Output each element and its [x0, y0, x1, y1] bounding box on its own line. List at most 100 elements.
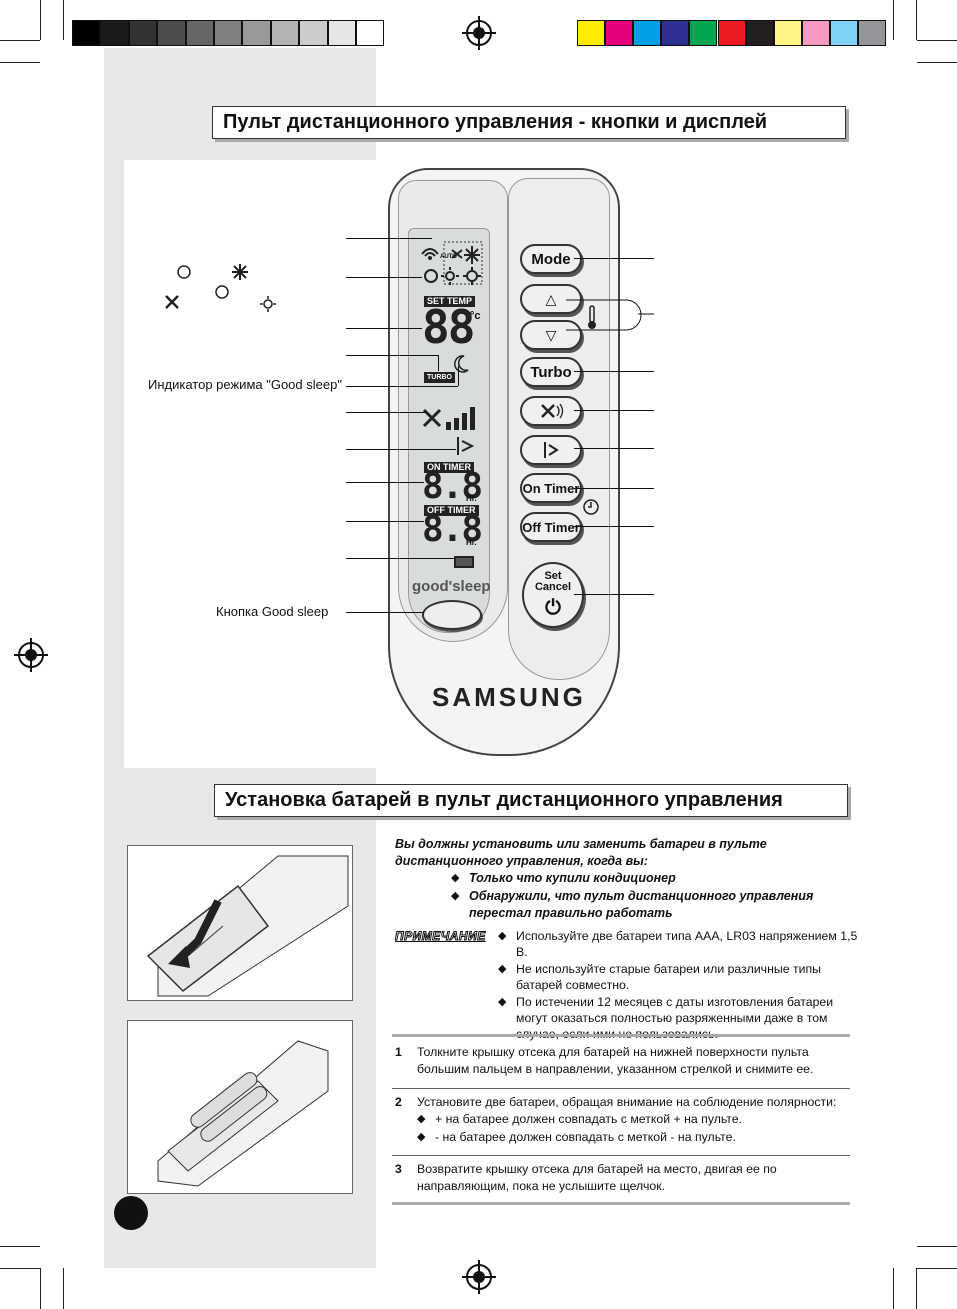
color-swatch	[214, 20, 243, 46]
mode-legend-icons	[165, 264, 276, 312]
set-cancel-power-button[interactable]: Set Cancel ⏻	[522, 562, 584, 628]
color-swatch	[72, 20, 101, 46]
color-swatch	[327, 20, 356, 46]
fan-speed-button[interactable]	[520, 396, 582, 426]
samsung-logo: SAMSUNG	[432, 682, 586, 712]
lcd-celsius: °c	[470, 310, 481, 322]
step-2: 2 Установите две батареи, обращая вниман…	[395, 1095, 837, 1144]
lcd-off-timer-label: OFF TIMER	[424, 505, 479, 516]
color-swatch	[577, 20, 606, 46]
leader-line	[574, 448, 654, 449]
color-swatch	[270, 20, 300, 46]
crop-mark	[0, 1268, 40, 1269]
lcd-turbo-label: TURBO	[424, 372, 455, 383]
leader-line	[346, 328, 422, 329]
cancel-label: Cancel	[534, 581, 572, 593]
color-swatch	[128, 20, 158, 46]
color-swatch	[633, 20, 662, 46]
leader-line	[438, 355, 439, 371]
color-swatch	[356, 20, 385, 46]
lcd-temp-digits: 88	[422, 300, 475, 354]
color-swatch	[157, 20, 186, 46]
fan-speed-icon	[422, 407, 475, 430]
crop-mark	[0, 40, 40, 41]
divider	[392, 1088, 850, 1089]
crop-mark	[893, 1268, 894, 1309]
divider	[392, 1034, 850, 1037]
registration-mark-icon	[462, 16, 496, 50]
crop-mark	[917, 40, 957, 41]
color-swatch	[745, 20, 774, 46]
temp-bracket	[566, 299, 654, 331]
fan-icon	[541, 403, 564, 419]
mode-icons	[421, 241, 483, 285]
lcd-on-hr: Hr.	[466, 494, 477, 503]
intro-item: ◆Обнаружили, что пульт дистанционного уп…	[451, 889, 814, 920]
swing-button[interactable]	[520, 435, 582, 465]
mode-button[interactable]: Mode	[520, 244, 582, 274]
crop-mark	[63, 1268, 64, 1309]
thermometer-icon	[588, 305, 596, 329]
page-number-badge	[114, 1196, 148, 1230]
crop-mark	[0, 1246, 40, 1247]
crop-mark	[40, 1268, 41, 1309]
color-swatch	[605, 20, 634, 46]
power-icon: ⏻	[545, 597, 561, 619]
note-item: ◆Не используйте старые батареи или разли…	[498, 962, 821, 992]
swing-icon	[544, 442, 559, 458]
crop-mark	[0, 62, 40, 63]
diamond-bullet-icon: ◆	[498, 996, 507, 1008]
leader-line	[574, 594, 654, 595]
off-timer-button[interactable]: Off Timer	[520, 512, 582, 542]
section-title-battery: Установка батарей в пульт дистанционного…	[214, 784, 848, 817]
color-swatch	[242, 20, 271, 46]
leader-line	[574, 410, 654, 411]
divider	[392, 1202, 850, 1205]
leader-line	[574, 371, 654, 372]
leader-line	[346, 238, 432, 239]
divider	[392, 1155, 850, 1156]
crop-mark	[63, 0, 64, 40]
section-title-remote: Пульт дистанционного управления - кнопки…	[212, 106, 846, 139]
step-sub-item: ◆- на батарее должен совпадать с меткой …	[417, 1130, 736, 1144]
leader-line	[346, 558, 456, 559]
leader-line	[346, 386, 458, 387]
color-swatch	[689, 20, 718, 46]
leader-line	[346, 521, 424, 522]
registration-mark-icon	[462, 1260, 496, 1294]
on-timer-button[interactable]: On Timer	[520, 473, 582, 503]
note-label: ПРИМЕЧАНИЕ	[395, 929, 486, 944]
remove-cover-illustration	[127, 845, 353, 1001]
swing-icon	[457, 437, 475, 455]
temp-up-button[interactable]: △	[520, 284, 582, 314]
diamond-bullet-icon: ◆	[417, 1113, 426, 1125]
diamond-bullet-icon: ◆	[498, 930, 507, 942]
leader-line	[574, 526, 654, 527]
intro-text: Вы должны установить или заменить батаре…	[395, 837, 767, 868]
crop-mark	[917, 1246, 957, 1247]
color-swatch	[801, 20, 830, 46]
good-sleep-button-label: Кнопка Good sleep	[216, 604, 329, 619]
temp-down-button[interactable]: ▽	[520, 320, 582, 350]
lcd-auto-label: AUTO	[440, 254, 457, 260]
crop-mark	[917, 62, 957, 63]
color-swatch	[717, 20, 746, 46]
good-sleep-button[interactable]	[422, 600, 482, 630]
good-sleep-logo: good'sleep	[412, 578, 491, 595]
color-swatch	[829, 20, 858, 46]
color-swatch	[661, 20, 690, 46]
battery-level-icon	[454, 556, 474, 568]
battery-intro: Вы должны установить или заменить батаре…	[395, 836, 845, 923]
leader-line	[458, 366, 459, 386]
turbo-button[interactable]: Turbo	[520, 357, 582, 387]
diamond-bullet-icon: ◆	[498, 963, 507, 975]
crop-mark	[916, 0, 917, 40]
lcd-on-timer-label: ON TIMER	[424, 462, 474, 473]
color-swatch	[773, 20, 802, 46]
diamond-bullet-icon: ◆	[417, 1131, 426, 1143]
leader-line	[346, 449, 456, 450]
leader-line	[346, 612, 424, 613]
note-item: ◆Используйте две батареи типа AAA, LR03 …	[498, 929, 858, 959]
